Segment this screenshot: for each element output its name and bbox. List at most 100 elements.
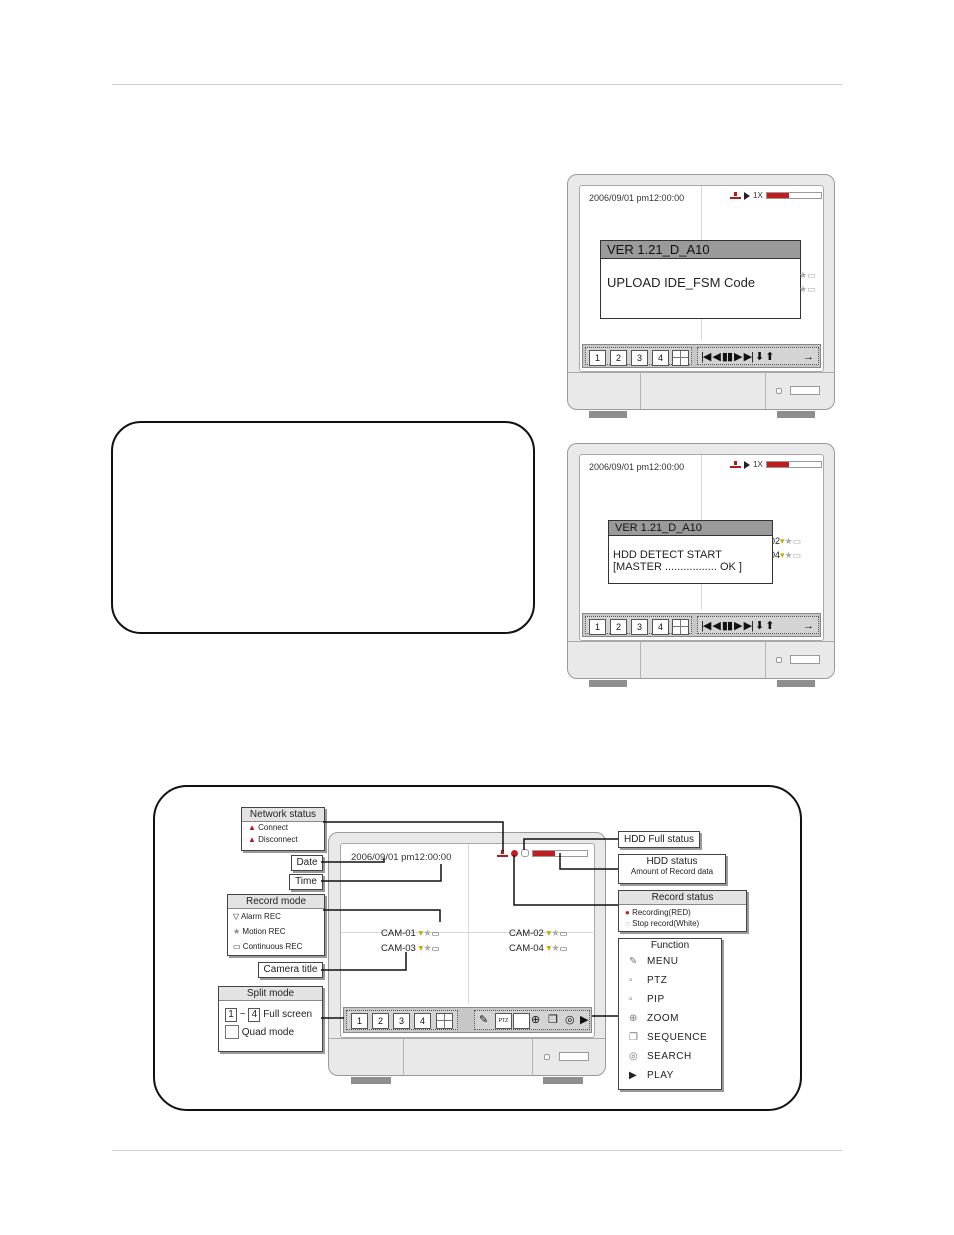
channel-2-button[interactable]: 2 (372, 1013, 389, 1029)
search-icon[interactable]: ◎ (565, 1014, 575, 1026)
channel-3-button[interactable]: 3 (631, 619, 648, 635)
arrow-icon[interactable]: → (803, 351, 814, 363)
monitor-upload: 2006/09/01 pm12:00:00 1X VER 1.21_D_A10 … (567, 174, 835, 418)
monitor-hdd-detect: 2006/09/01 pm12:00:00 1X 02▾★▭ 04▾★▭ VER… (567, 443, 835, 687)
front-slot (559, 1052, 589, 1061)
hdd-full-icon (521, 849, 529, 857)
playback-group: |◀ ◀ ▮▮ ▶ ▶| ⬇ ⬆ → (697, 347, 819, 365)
monitor-foot-right (543, 1077, 583, 1084)
play-icon: ▶ (629, 1070, 638, 1081)
leader-record-status (513, 855, 618, 906)
hdd-full-label: HDD Full status (623, 834, 694, 845)
motion-rec-icon: ★ (233, 927, 241, 936)
channel-4-button[interactable]: 4 (414, 1013, 431, 1029)
motion-rec-label: Motion REC (242, 927, 286, 936)
camera-label-partial: 02▾★▭ 04▾★▭ (770, 536, 802, 560)
playback-group: |◀ ◀ ▮▮ ▶ ▶| ⬇ ⬆ → (697, 616, 819, 634)
range-to-box: 4 (248, 1008, 261, 1022)
monitor-screen: 2006/09/01 pm12:00:00 CAM-01 ▾★▭ CAM-02 … (340, 843, 595, 1038)
channel-3-button[interactable]: 3 (631, 350, 648, 366)
control-bar: 1 2 3 4 ✎ PTZ ⊕ ❐ ◎ ▶ (343, 1007, 592, 1033)
arrow-icon[interactable]: → (803, 620, 814, 632)
camera-01-label: CAM-01 (381, 928, 416, 939)
date-label: Date (296, 857, 318, 868)
function-sequence: SEQUENCE (647, 1032, 708, 1043)
channel-2-button[interactable]: 2 (610, 619, 627, 635)
continuous-rec-icon: ▭ (233, 942, 241, 951)
split-mode-callout: Split mode 1 ~ 4 Full screen Quad mode (218, 986, 323, 1052)
menu-icon: ✎ (629, 956, 638, 967)
pip-button[interactable] (513, 1013, 530, 1029)
record-status-title: Record status (619, 891, 746, 905)
time-callout: Time (289, 874, 323, 890)
note-box (111, 421, 535, 634)
camera-03-row: CAM-03 ▾★▭ (381, 943, 440, 954)
network-disconnect-label: Disconnect (258, 835, 298, 844)
menu-wrench-icon[interactable]: ✎ (479, 1014, 488, 1026)
hdd-status-bar (765, 461, 822, 468)
dialog-title: VER 1.21_D_A10 (609, 521, 772, 536)
split-group: 1 2 3 4 (585, 347, 692, 366)
channel-4-button[interactable]: 4 (652, 619, 669, 635)
leader-camera-title (321, 952, 407, 971)
front-slot (790, 386, 820, 395)
hdd-full-callout: HDD Full status (618, 831, 700, 848)
monitor-screen: 2006/09/01 pm12:00:00 1X VER 1.21_D_A10 … (579, 185, 824, 372)
camera-04-row: CAM-04 ▾★▭ (509, 943, 568, 954)
leader-record-mode (323, 909, 441, 922)
recording-label: Recording(RED) (632, 908, 691, 917)
zoom-icon[interactable]: ⊕ (531, 1014, 540, 1026)
hdd-status-sub: Amount of Record data (630, 867, 714, 876)
hdd-status-bar (765, 192, 822, 199)
control-bar: 1 2 3 4 |◀ ◀ ▮▮ ▶ ▶| ⬇ ⬆ → (582, 613, 821, 637)
camera-04-label: CAM-04 (509, 943, 544, 954)
control-bar: 1 2 3 4 |◀ ◀ ▮▮ ▶ ▶| ⬇ ⬆ → (582, 344, 821, 368)
dialog-line-2: [MASTER ................. OK ] (613, 561, 742, 573)
top-rule (112, 84, 842, 85)
channel-2-button[interactable]: 2 (610, 350, 627, 366)
front-slot (790, 655, 820, 664)
record-mode-title: Record mode (228, 895, 324, 909)
sequence-icon[interactable]: ❐ (548, 1014, 558, 1026)
dialog-title: VER 1.21_D_A10 (601, 241, 800, 259)
play-icon (744, 191, 750, 200)
pip-icon: ▫ (629, 994, 634, 1005)
camera-02-row: CAM-02 ▾★▭ (509, 928, 568, 939)
channel-1-button[interactable]: 1 (351, 1013, 368, 1029)
camera-04-label: 04 (770, 550, 781, 560)
camera-01-row: CAM-01 ▾★▭ (381, 928, 440, 939)
quad-mode-button[interactable] (672, 619, 689, 635)
split-mode-title: Split mode (219, 987, 322, 1001)
channel-3-button[interactable]: 3 (393, 1013, 410, 1029)
playback-controls-icon[interactable]: |◀ ◀ ▮▮ ▶ ▶| ⬇ ⬆ (701, 620, 774, 632)
quad-icon (225, 1025, 239, 1040)
ptz-icon: ▫ (629, 975, 634, 986)
channel-1-button[interactable]: 1 (589, 619, 606, 635)
timestamp: 2006/09/01 pm12:00:00 (589, 193, 685, 203)
playback-controls-icon[interactable]: |◀ ◀ ▮▮ ▶ ▶| ⬇ ⬆ (701, 351, 774, 363)
play-icon[interactable]: ▶ (580, 1014, 589, 1026)
monitor-foot-left (589, 680, 627, 687)
bottom-rule (112, 1150, 842, 1151)
function-title: Function (619, 939, 721, 952)
time-label: Time (295, 876, 317, 887)
record-indicators: 1X (730, 191, 822, 200)
channel-4-button[interactable]: 4 (652, 350, 669, 366)
diagram-frame (153, 785, 802, 1111)
power-led (776, 388, 782, 394)
monitor-base (568, 372, 834, 409)
function-ptz: PTZ (647, 975, 668, 986)
monitor-screen: 2006/09/01 pm12:00:00 1X 02▾★▭ 04▾★▭ VER… (579, 454, 824, 641)
leader-hdd-status (559, 853, 618, 870)
quad-mode-button[interactable] (672, 350, 689, 366)
speed-label: 1X (753, 460, 763, 469)
quad-mode-button[interactable] (436, 1013, 453, 1029)
function-menu: MENU (647, 956, 679, 967)
monitor-foot-right (777, 680, 815, 687)
function-group: ✎ PTZ ⊕ ❐ ◎ ▶ (474, 1010, 590, 1030)
hdd-detect-dialog: VER 1.21_D_A10 HDD DETECT START [MASTER … (608, 520, 773, 584)
ptz-button[interactable]: PTZ (495, 1013, 512, 1029)
record-mode-icons: ★▭★▭ (799, 270, 816, 294)
channel-1-button[interactable]: 1 (589, 350, 606, 366)
